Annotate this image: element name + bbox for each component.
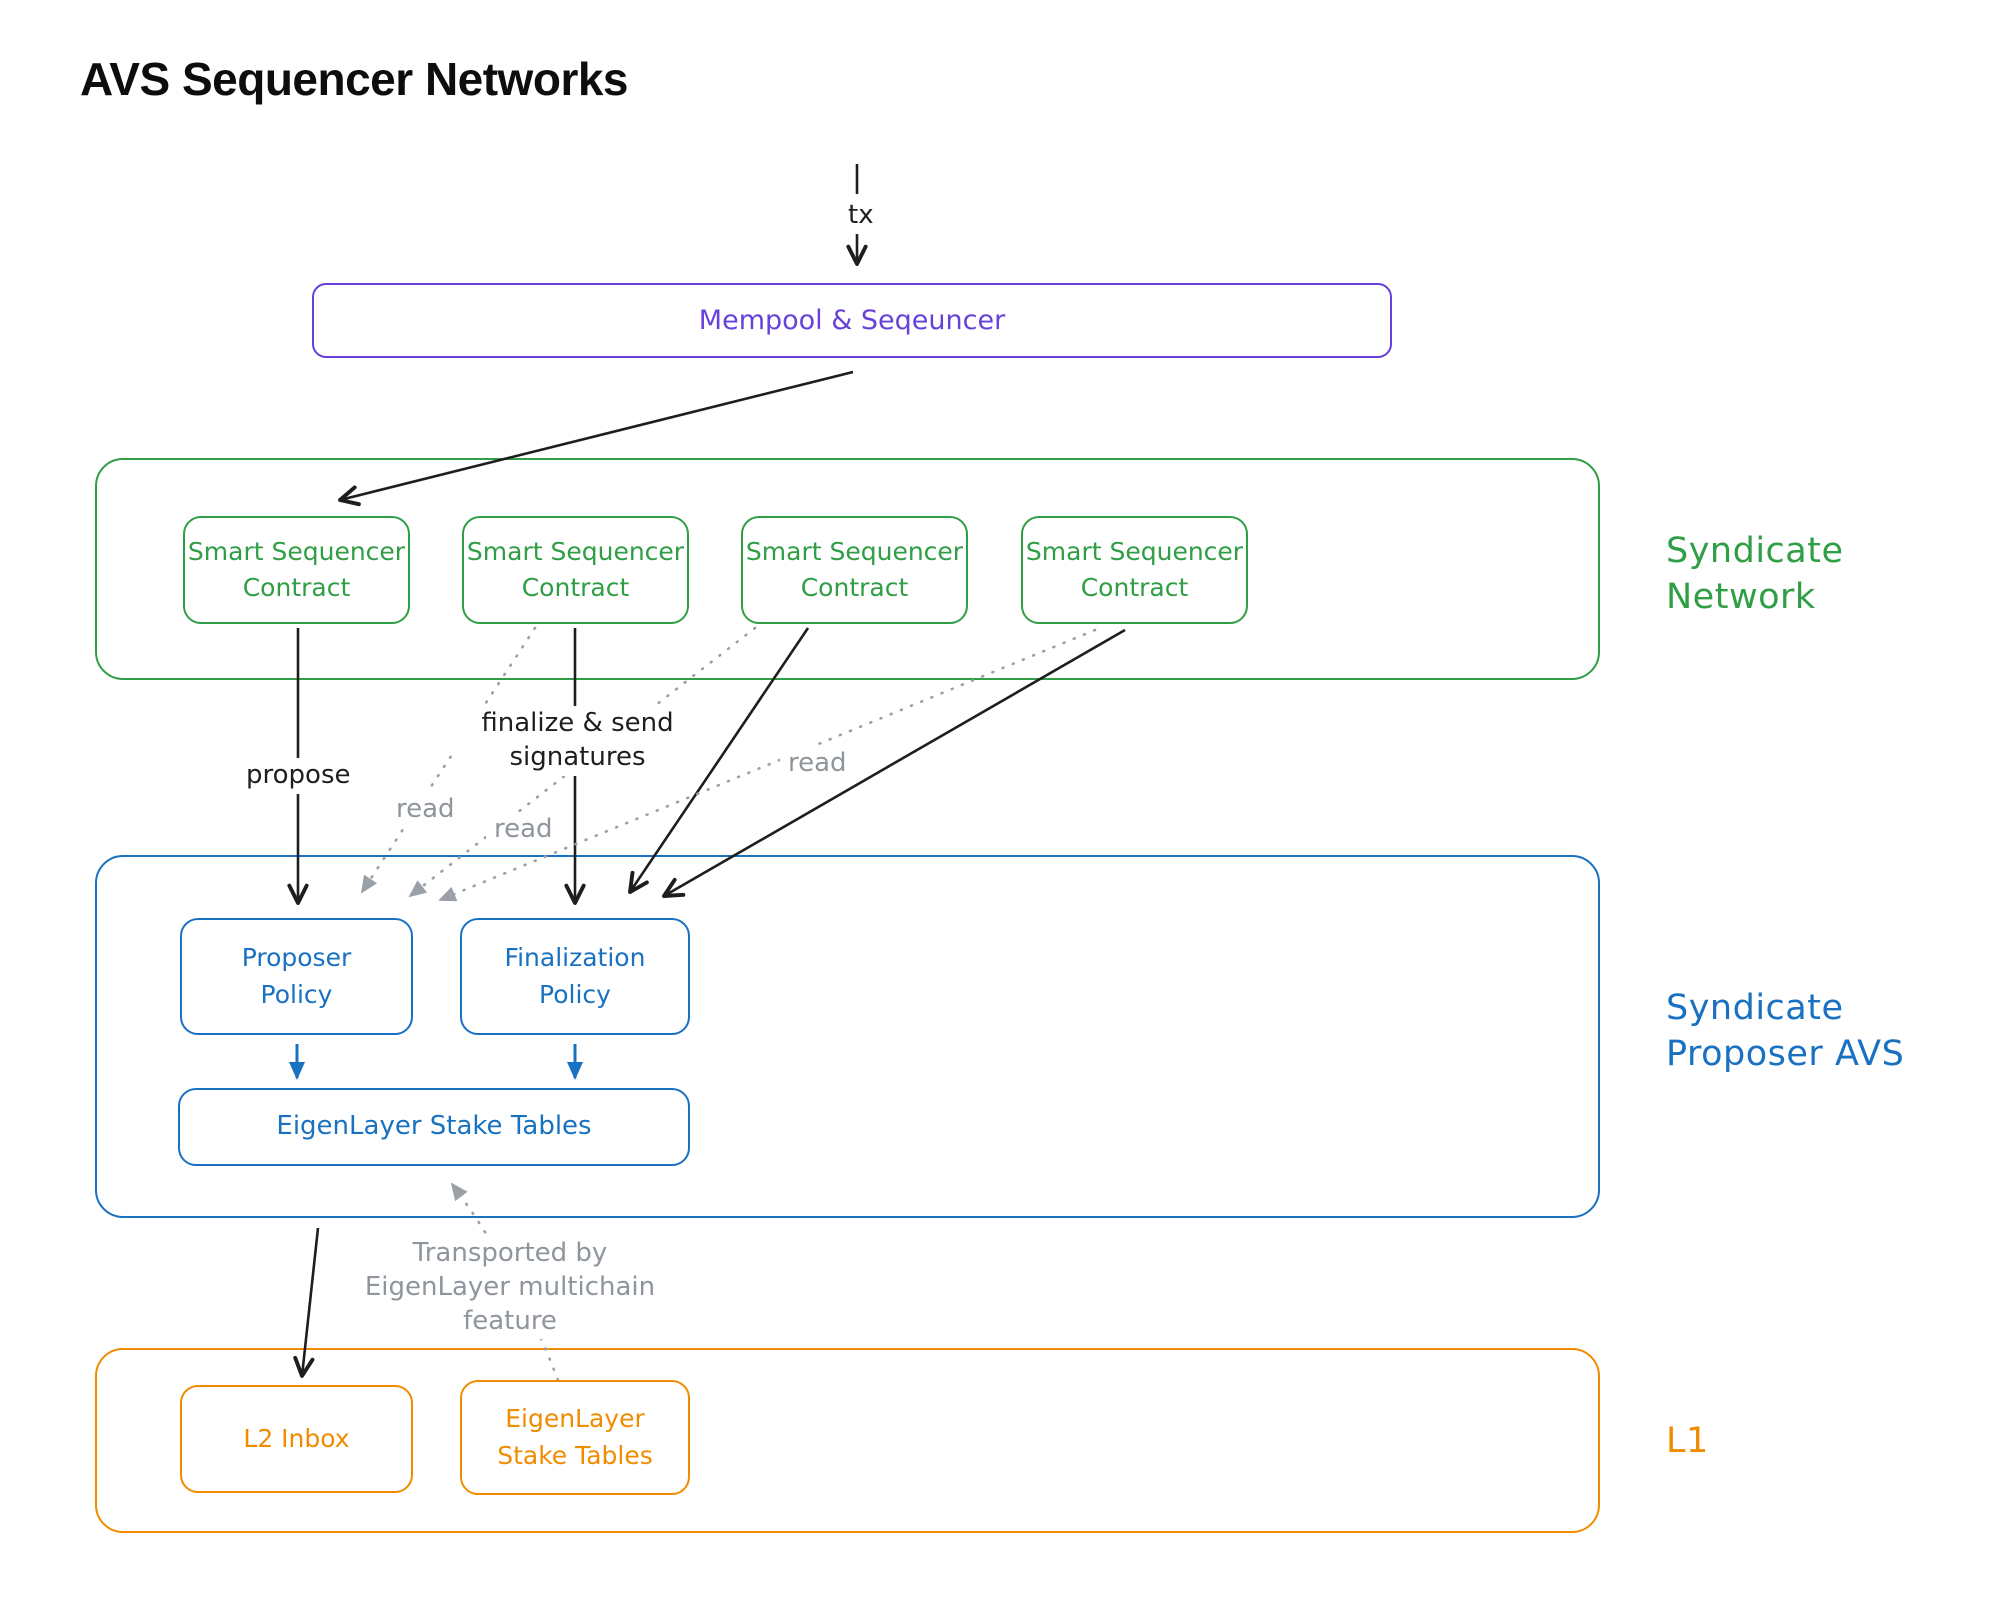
syndicate-network-label: Syndicate Network bbox=[1666, 531, 1844, 618]
mempool-node: Mempool & Seqeuncer bbox=[312, 283, 1392, 358]
transported-label: Transported by EigenLayer multichain fea… bbox=[350, 1236, 670, 1340]
smart-sequencer-contract-node: Smart Sequencer Contract bbox=[183, 516, 410, 624]
eigenlayer-stake-tables-node: EigenLayer Stake Tables bbox=[178, 1088, 690, 1166]
smart-sequencer-contract-node: Smart Sequencer Contract bbox=[741, 516, 968, 624]
proposer-avs-label: Syndicate Proposer AVS bbox=[1666, 988, 1905, 1075]
l1-stake-tables-node: EigenLayer Stake Tables bbox=[460, 1380, 690, 1495]
propose-label: propose bbox=[238, 758, 359, 794]
finalize-label: finalize & send signatures bbox=[455, 706, 700, 776]
smart-sequencer-contract-node: Smart Sequencer Contract bbox=[462, 516, 689, 624]
finalization-policy-node: Finalization Policy bbox=[460, 918, 690, 1035]
l2-inbox-node: L2 Inbox bbox=[180, 1385, 413, 1493]
l1-frame bbox=[95, 1348, 1600, 1533]
read-label: read bbox=[388, 792, 463, 828]
tx-label: tx bbox=[840, 198, 882, 234]
proposer-policy-node: Proposer Policy bbox=[180, 918, 413, 1035]
read-label: read bbox=[486, 812, 561, 848]
l1-label: L1 bbox=[1666, 1421, 1709, 1461]
smart-sequencer-contract-node: Smart Sequencer Contract bbox=[1021, 516, 1248, 624]
read-label: read bbox=[780, 746, 855, 782]
page-title: AVS Sequencer Networks bbox=[80, 53, 629, 105]
